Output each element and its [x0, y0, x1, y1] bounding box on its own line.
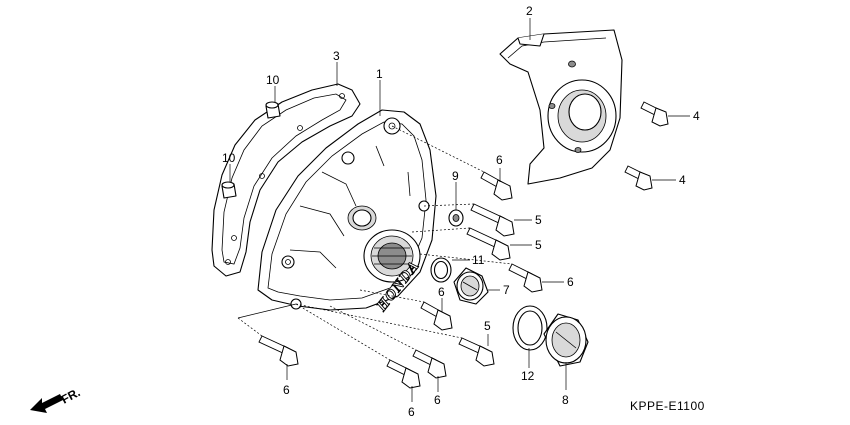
- gasket: [211, 83, 361, 277]
- bolt-6-middle: [420, 301, 453, 331]
- callout-6-middle: 6: [438, 285, 445, 299]
- callout-4-lower: 4: [679, 173, 686, 187]
- callout-10-lower: 10: [222, 151, 236, 165]
- dowel-pin-upper: [265, 101, 281, 119]
- o-ring-small: [430, 257, 452, 283]
- callout-5-middle: 5: [535, 238, 542, 252]
- callout-1: 1: [376, 67, 383, 81]
- callout-7: 7: [503, 283, 510, 297]
- callout-3: 3: [333, 49, 340, 63]
- o-ring-large: [512, 305, 548, 351]
- callout-6-right: 6: [567, 275, 574, 289]
- bolt-4-upper: [640, 101, 669, 127]
- front-arrow-icon: [30, 394, 63, 413]
- callout-6-bottom-left: 6: [283, 383, 290, 397]
- timing-hole-cap: [453, 267, 489, 305]
- callout-2: 2: [526, 4, 533, 18]
- bolt-4-lower: [624, 165, 653, 191]
- bolt-5-middle: [466, 227, 511, 261]
- callout-10-upper: 10: [266, 73, 280, 87]
- callout-11: 11: [472, 253, 485, 267]
- front-direction-arrow: FR.: [30, 385, 82, 413]
- bolt-6-bottom-left: [258, 335, 299, 367]
- bolt-6-bottom-right: [412, 349, 447, 379]
- callout-12: 12: [521, 369, 535, 383]
- callout-9: 9: [452, 169, 459, 183]
- callout-4-upper: 4: [693, 109, 700, 123]
- diagram-code: KPPE-E1100: [630, 399, 705, 413]
- callout-6-bottom-center: 6: [408, 405, 415, 419]
- callout-5-lower: 5: [484, 319, 491, 333]
- leader-lines: [229, 18, 690, 402]
- front-direction-label: FR.: [59, 385, 83, 406]
- callout-6-bottom-right: 6: [434, 393, 441, 407]
- crankcase-cover: HONDA: [257, 109, 437, 316]
- callout-5-upper: 5: [535, 213, 542, 227]
- bolt-6-upper: [480, 171, 513, 201]
- sprocket-cover: [499, 29, 623, 185]
- callout-6-upper: 6: [496, 153, 503, 167]
- bolt-6-right: [508, 263, 543, 293]
- dowel-pin-lower: [221, 181, 237, 199]
- bolt-5-lower: [458, 337, 495, 367]
- sealing-washer: [448, 209, 464, 227]
- crankshaft-hole-cap: [543, 313, 589, 367]
- bolt-5-upper: [470, 203, 515, 237]
- bolt-6-bottom-center: [386, 359, 421, 389]
- callout-8: 8: [562, 393, 569, 407]
